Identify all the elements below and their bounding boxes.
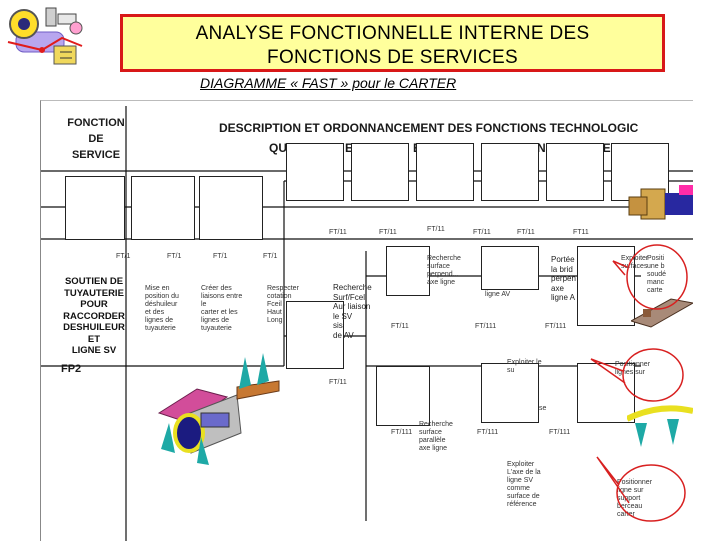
header-description: DESCRIPTION ET ORDONNANCEMENT DES FONCTI… bbox=[219, 121, 639, 135]
function-box-3 bbox=[416, 143, 474, 201]
text-positionner-lignes: Positionner lignes sur bbox=[615, 361, 651, 376]
code-row1-2: FT/1 bbox=[167, 253, 182, 260]
gear-mechanism-logo-icon bbox=[7, 7, 83, 65]
text-ligne-av: ligne AV bbox=[485, 291, 511, 298]
code-row2-5: FT/11 bbox=[517, 229, 535, 236]
title-box: ANALYSE FONCTIONNELLE INTERNE DES FONCTI… bbox=[120, 14, 665, 72]
header-fragment-4: N bbox=[537, 141, 546, 155]
bride-drawing bbox=[628, 185, 693, 220]
title-line-1: ANALYSE FONCTIONNELLE INTERNE DES bbox=[195, 23, 590, 44]
header-fragment-1: QU bbox=[269, 141, 287, 155]
function-box-10 bbox=[286, 301, 344, 369]
service-function-text: SOUTIEN DE TUYAUTERIE POUR RACCORDER DES… bbox=[63, 276, 125, 356]
text-positionner-bride: Positi une b soudé manc carte bbox=[647, 255, 667, 294]
callout-annotations bbox=[590, 244, 688, 522]
text-exploiter-le: Exploiter le su bbox=[507, 359, 542, 374]
text-recherche-surface-parallele: Recherche surface parallèle axe ligne bbox=[419, 421, 453, 452]
code-row1-1: FT/1 bbox=[116, 253, 131, 260]
header-fonction-de-service: FONCTION DE SERVICE bbox=[67, 117, 125, 161]
function-box-4 bbox=[481, 143, 539, 201]
left-box-2 bbox=[131, 176, 195, 240]
function-box-5 bbox=[546, 143, 604, 201]
text-exploiter-axe: Exploiter L'axe de la ligne SV comme sur… bbox=[507, 461, 541, 508]
code-row3-1: FT/11 bbox=[391, 323, 409, 330]
text-respecter-cotation: Respecter cotation Fceil Haut Long bbox=[267, 285, 299, 324]
title-line-2: FONCTIONS DE SERVICES bbox=[267, 47, 518, 68]
code-row3-3: FT/111 bbox=[545, 323, 567, 330]
fast-diagram: FONCTION DE SERVICE DESCRIPTION ET ORDON… bbox=[40, 100, 693, 541]
code-row2-6: FT11 bbox=[573, 229, 589, 236]
code-row1-3: FT/1 bbox=[213, 253, 228, 260]
code-row1-4: FT/1 bbox=[263, 253, 278, 260]
text-recherche-surf: Recherche Surf/Fcel Aur liaison le SV si… bbox=[333, 283, 372, 340]
berceau-drawing bbox=[627, 405, 693, 447]
fp2-label: FP2 bbox=[61, 363, 82, 375]
text-recherche-surface-perp: Recherche surface perpend... axe ligne bbox=[427, 255, 461, 286]
function-box-13 bbox=[577, 363, 635, 423]
function-box-9 bbox=[577, 246, 635, 326]
text-exploiter-surfaces: Exploiter surfaces bbox=[621, 255, 649, 270]
code-row2-2: FT/11 bbox=[379, 229, 397, 236]
carter-part-drawing bbox=[157, 353, 280, 465]
left-box-1 bbox=[65, 176, 125, 240]
function-box-11 bbox=[376, 366, 430, 426]
text-positionner-ligne-support: Positionner ligne sur support berceau ca… bbox=[617, 479, 653, 518]
tube-drawing bbox=[631, 298, 693, 328]
function-box-7 bbox=[386, 246, 430, 296]
code-row2-3: FT/11 bbox=[427, 226, 445, 233]
text-portee-bride: Portée la brid perpen axe ligne A bbox=[551, 255, 576, 302]
diagram-subtitle: DIAGRAMME « FAST » pour le CARTER bbox=[200, 75, 457, 91]
text-mise-en-position: Mise en position du déshuileur et des li… bbox=[145, 285, 179, 332]
code-row4: FT/11 bbox=[329, 379, 347, 386]
code-row5-3: FT/111 bbox=[549, 429, 571, 436]
function-box-8 bbox=[481, 246, 539, 290]
code-row3-2: FT/111 bbox=[475, 323, 497, 330]
left-box-3 bbox=[199, 176, 263, 240]
code-row5-2: FT/111 bbox=[477, 429, 499, 436]
function-box-2 bbox=[351, 143, 409, 201]
code-row2-1: FT/11 bbox=[329, 229, 347, 236]
header-fragment-2: E bbox=[345, 141, 354, 155]
function-box-1 bbox=[286, 143, 344, 201]
text-se: se bbox=[539, 405, 547, 412]
function-box-12 bbox=[481, 363, 539, 423]
code-row5-1: FT/111 bbox=[391, 429, 413, 436]
text-creer-liaisons: Créer des liaisons entre le carter et le… bbox=[201, 285, 243, 332]
code-row2-4: FT/11 bbox=[473, 229, 491, 236]
